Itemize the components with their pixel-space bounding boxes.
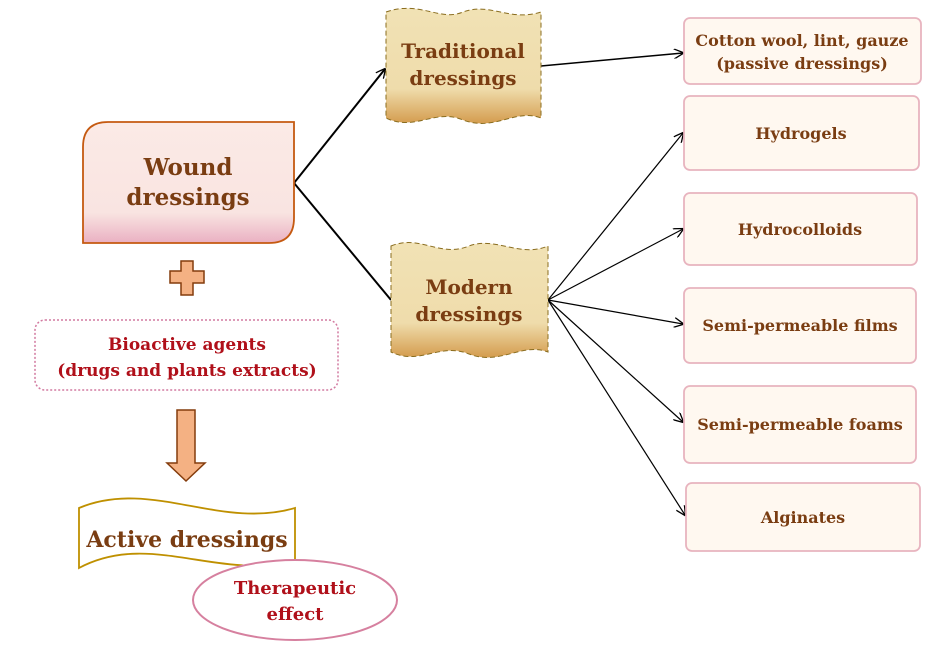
traditional-line-2: dressings xyxy=(409,66,516,90)
arrow-modern-to-films xyxy=(547,299,683,324)
foams-label: Semi-permeable foams xyxy=(697,415,903,434)
arrow-traditional-to-cotton xyxy=(540,53,683,67)
semi-permeable-films-node: Semi-permeable films xyxy=(683,287,917,364)
arrow-modern-to-hydrogels xyxy=(547,133,683,301)
modern-dressings-node: Modern dressings xyxy=(390,242,549,358)
traditional-dressings-node: Traditional dressings xyxy=(385,7,542,124)
active-dressings-node: Active dressings xyxy=(78,497,296,570)
traditional-line-1: Traditional xyxy=(401,39,525,63)
therapeutic-effect-node: Therapeutic effect xyxy=(192,559,398,641)
arrow-root-to-traditional xyxy=(293,69,385,184)
line-root-to-modern xyxy=(293,182,392,301)
semi-permeable-foams-node: Semi-permeable foams xyxy=(683,385,917,464)
therapeutic-line-1: Therapeutic xyxy=(234,578,356,599)
bioactive-line-2: (drugs and plants extracts) xyxy=(57,361,316,381)
hydrocolloids-label: Hydrocolloids xyxy=(738,220,862,239)
arrow-modern-to-hydrocolloids xyxy=(547,229,683,301)
cotton-line-1: Cotton wool, lint, gauze xyxy=(695,31,908,50)
plus-icon xyxy=(169,260,205,296)
hydrogels-node: Hydrogels xyxy=(683,95,920,171)
modern-line-1: Modern xyxy=(425,275,513,299)
cotton-line-2: (passive dressings) xyxy=(716,54,888,73)
arrow-modern-to-foams xyxy=(547,299,683,422)
wound-dressings-node: Wound dressings xyxy=(82,121,295,244)
modern-line-2: dressings xyxy=(415,302,522,326)
films-label: Semi-permeable films xyxy=(702,316,897,335)
cotton-wool-node: Cotton wool, lint, gauze (passive dressi… xyxy=(683,17,922,85)
down-arrow-icon xyxy=(165,409,207,483)
hydrogels-label: Hydrogels xyxy=(755,124,846,143)
hydrocolloids-node: Hydrocolloids xyxy=(683,192,918,266)
bioactive-agents-node: Bioactive agents (drugs and plants extra… xyxy=(34,319,339,391)
therapeutic-line-2: effect xyxy=(267,604,325,625)
alginates-node: Alginates xyxy=(685,482,921,552)
connectors xyxy=(293,53,685,515)
bioactive-line-1: Bioactive agents xyxy=(108,335,266,355)
active-label: Active dressings xyxy=(85,527,287,553)
root-line-1: Wound xyxy=(143,154,233,181)
arrow-modern-to-alginates xyxy=(547,299,685,515)
alginates-label: Alginates xyxy=(760,508,845,527)
root-line-2: dressings xyxy=(126,184,249,211)
